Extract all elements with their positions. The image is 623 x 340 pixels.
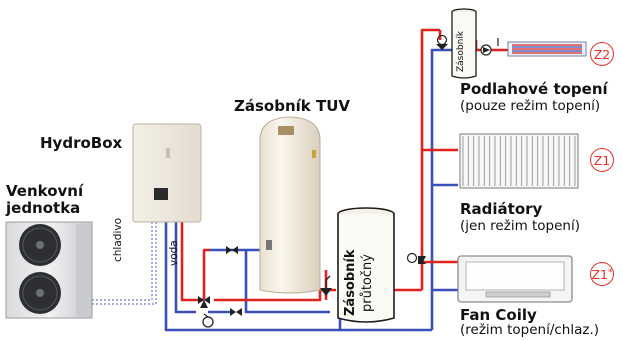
hydrobox-unit [132,123,202,223]
outdoor-fan-lower [19,272,61,314]
refrigerant-lines [92,222,157,305]
refrigerant-pipe-label: chladivo [112,218,124,262]
fan-coil-unit [457,255,573,303]
radiator-frame [459,133,579,189]
outdoor-unit [5,221,93,319]
hydrobox-label: HydroBox [40,134,123,152]
zone-badge-fancoil-text: Z1 [591,266,609,282]
zone-badge-floor: Z2 [590,42,614,66]
pump-floor [436,34,448,50]
radiator [459,133,579,189]
radiators-title: Radiátory [460,200,543,218]
radiators-subtitle: (jen režim topení) [460,218,581,234]
safety-valve [320,275,332,296]
pump-floor-secondary [480,38,499,56]
outdoor-unit-label-line1: Venkovní [6,182,84,200]
zone-badge-fancoil: Z1* [590,262,614,286]
outdoor-unit-label-line2: jednotka [6,199,81,217]
buffer-tank [337,207,395,323]
water-pipe-label: voda [168,240,180,266]
zone-badge-radiators-text: Z1 [593,152,611,168]
pump-riser [406,252,426,264]
buffer-tank-label-line1: Zásobník [343,249,358,316]
fan-coils-title: Fan Coily [460,306,537,324]
floor-heating-subtitle: (pouze režim topení) [460,98,601,114]
zone-badge-floor-text: Z2 [593,46,611,62]
zone-badge-fancoil-mark: * [608,268,613,278]
floor-heating-coil [507,41,587,57]
outdoor-fan-upper [19,224,61,266]
floor-heating-title: Podlahové topení [460,80,608,98]
dhw-tank [259,116,321,294]
small-tank [451,8,477,79]
valve-return [230,308,242,316]
fan-coils-subtitle: (režim topení/chlaz.) [460,322,600,338]
zone-badge-radiators: Z1 [590,148,614,172]
valve-mixing [198,296,214,328]
dhw-tank-label: Zásobník TUV [234,97,351,115]
buffer-tank-label-line2: průtočný [360,254,375,312]
valve-dhw-supply [226,246,238,254]
small-tank-label: Zásobník [456,30,466,72]
